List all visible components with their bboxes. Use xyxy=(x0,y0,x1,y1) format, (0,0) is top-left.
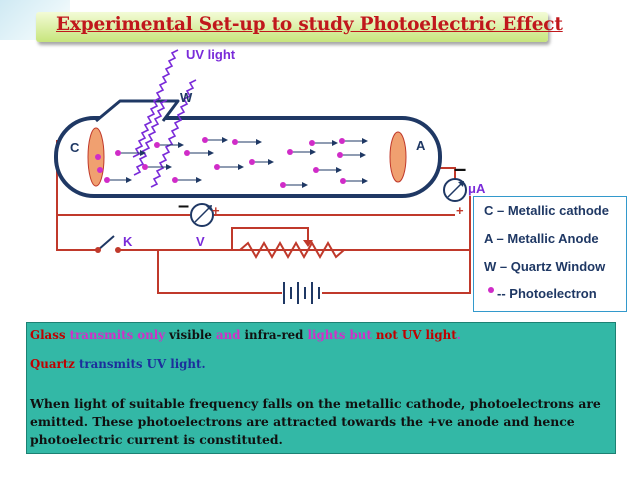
voltmeter xyxy=(190,203,214,227)
photoelectric-diagram: UV light W C A – μA + – + V K xyxy=(54,47,486,304)
transmits-uv-text: transmits UV light xyxy=(74,357,202,371)
anode-plate xyxy=(389,131,407,183)
photoelectron xyxy=(339,138,368,144)
legend-box: C – Metallic cathode A – Metallic Anode … xyxy=(473,196,627,312)
photoelectron xyxy=(142,164,172,170)
key-label: K xyxy=(123,234,133,249)
photoelectron xyxy=(232,139,262,145)
photoelectron xyxy=(313,167,342,173)
circuit-wires xyxy=(56,140,471,294)
quartz-word: Quartz xyxy=(30,357,75,371)
infra-red-text: infra-red xyxy=(240,328,304,342)
quartz-period: . xyxy=(201,357,206,371)
photoelectron xyxy=(154,142,184,148)
microammeter-label: μA xyxy=(468,181,486,196)
glass-word: Glass xyxy=(30,328,66,342)
photoelectron xyxy=(104,177,132,183)
glass-period: . xyxy=(456,328,461,342)
legend-photoelectron: -- Photoelectron xyxy=(488,286,597,301)
legend-photoelectron-label: -- Photoelectron xyxy=(497,286,597,301)
rheostat-arrow xyxy=(303,240,313,247)
cathode-label: C xyxy=(70,140,80,155)
visible-text: visible xyxy=(165,328,212,342)
legend-anode: A – Metallic Anode xyxy=(484,231,599,246)
photoelectron-dot-icon xyxy=(488,287,494,293)
wire-battery-right xyxy=(322,250,471,294)
wire-key-right xyxy=(120,196,471,251)
photoelectron xyxy=(309,140,338,146)
ammeter-plus-sign: + xyxy=(456,203,464,218)
explanation-paragraph: When light of suitable frequency falls o… xyxy=(30,396,601,447)
voltmeter-minus-sign: – xyxy=(178,195,189,217)
photoelectron xyxy=(172,177,202,183)
vacuum-tube xyxy=(54,116,442,198)
explanation-box: Glass transmits only visible and infra-r… xyxy=(26,322,616,454)
wire-rheostat-tap xyxy=(231,227,309,250)
uv-light-label: UV light xyxy=(186,47,236,62)
uv-light-waves xyxy=(132,49,197,188)
voltmeter-plus-sign: + xyxy=(212,203,220,218)
window-label: W xyxy=(180,90,193,105)
photoelectron xyxy=(340,178,368,184)
wire-anode-ammeter xyxy=(440,167,456,180)
photoelectron xyxy=(115,150,146,156)
quartz-window xyxy=(95,99,180,123)
photoelectrons xyxy=(95,137,368,188)
photoelectron xyxy=(280,182,308,188)
legend-cathode: C – Metallic cathode xyxy=(484,203,609,218)
photoelectron xyxy=(97,167,103,173)
wire-battery-left xyxy=(157,250,282,294)
and-text: and xyxy=(211,328,241,342)
photoelectron xyxy=(249,159,274,165)
photoelectron xyxy=(202,137,228,143)
wire-left-vertical xyxy=(56,140,98,251)
photoelectron xyxy=(95,154,101,160)
microammeter xyxy=(443,178,467,202)
quartz-statement: Quartz transmits UV light. xyxy=(30,357,206,371)
key-switch xyxy=(95,235,121,253)
photoelectron xyxy=(287,149,316,155)
transmits-only-text: transmits only xyxy=(65,328,166,342)
lights-but-text: lights but xyxy=(303,328,372,342)
photoelectron xyxy=(214,164,244,170)
title-banner: Experimental Set-up to study Photoelectr… xyxy=(36,12,563,42)
anode-label: A xyxy=(416,138,426,153)
ammeter-minus-sign: – xyxy=(454,156,466,181)
page-title: Experimental Set-up to study Photoelectr… xyxy=(56,14,563,35)
glass-statement: Glass transmits only visible and infra-r… xyxy=(30,328,461,342)
voltmeter-label: V xyxy=(196,234,205,249)
not-uv-light-text: not UV light xyxy=(371,328,457,342)
legend-window: W – Quartz Window xyxy=(484,259,606,274)
photoelectron xyxy=(337,152,366,158)
battery xyxy=(283,282,320,304)
photoelectron xyxy=(184,150,214,156)
rheostat-resistor xyxy=(239,240,345,260)
